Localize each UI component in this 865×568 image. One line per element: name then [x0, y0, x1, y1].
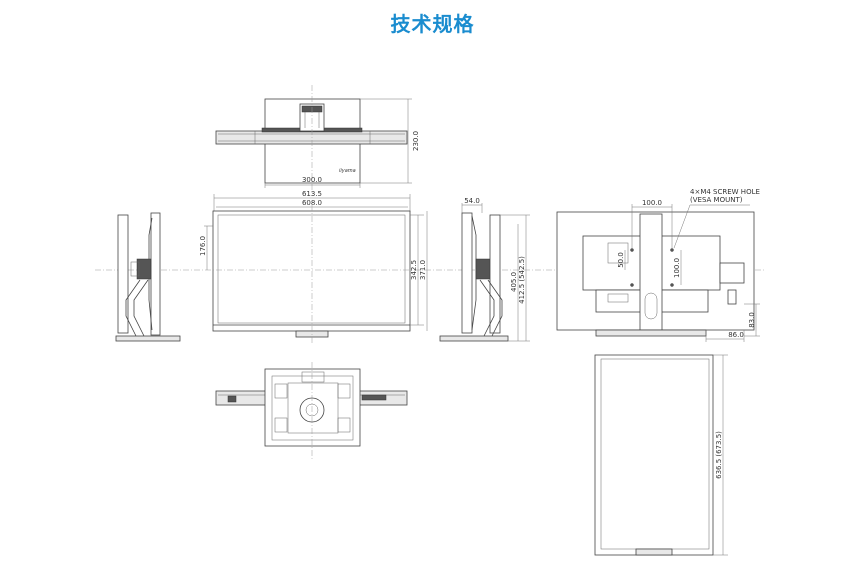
- rear-view-side-port: [719, 262, 745, 284]
- pivot-view-stand-base: [635, 548, 673, 556]
- screw-note-line1: 4×M4 SCREW HOLE: [690, 188, 760, 196]
- dim-offset-height: 176.0: [199, 236, 207, 256]
- dim-pivot-height: 636.5 (673.5): [715, 431, 723, 479]
- front-view: 613.5 608.0 176.0 342.5 371.0: [95, 190, 765, 345]
- dim-overall-width: 613.5: [302, 190, 322, 198]
- right-side-panel: [461, 212, 473, 334]
- left-side-view: [115, 212, 181, 342]
- dim-height-min: 405.0: [510, 272, 518, 292]
- top-view: iiyama 230.0 300.0: [215, 85, 420, 196]
- dim-screen-width: 608.0: [302, 199, 322, 207]
- dim-width-300: 300.0: [302, 176, 322, 184]
- page-title: 技术规格: [390, 12, 475, 36]
- dim-vesa-height: 100.0: [673, 258, 681, 278]
- bottom-view-base: [264, 368, 361, 447]
- dim-panel-height: 371.0: [419, 260, 427, 280]
- top-view-bezel: [215, 130, 408, 145]
- rear-view-stand-column: [639, 213, 663, 331]
- top-view-logo: iiyama: [339, 168, 356, 174]
- rear-view-stand-base: [595, 329, 707, 337]
- dim-screen-height: 342.5: [410, 260, 418, 280]
- dim-stand-offset: 86.0: [728, 331, 744, 339]
- dim-stand-height: 83.0: [748, 312, 756, 328]
- pivot-view: 636.5 (673.5): [594, 354, 728, 556]
- dim-depth-230: 230.0: [412, 131, 420, 151]
- screw-note-line2: (VESA MOUNT): [690, 196, 743, 204]
- right-side-stand-column: [489, 214, 501, 334]
- left-side-base: [115, 335, 181, 342]
- front-view-frame: [212, 210, 411, 332]
- dim-vesa-width: 100.0: [642, 199, 662, 207]
- front-view-screen: [217, 214, 406, 324]
- left-side-hinge: [136, 258, 152, 280]
- dim-vesa-half: 50.0: [617, 252, 625, 268]
- left-side-body: [150, 212, 161, 336]
- right-side-base: [439, 335, 509, 342]
- right-side-hinge: [475, 258, 491, 280]
- dim-height-range: 412.5 (542.5): [518, 256, 526, 304]
- dim-side-depth: 54.0: [464, 197, 480, 205]
- pivot-view-frame: [594, 354, 714, 556]
- rear-view-cable-hole: [644, 292, 658, 320]
- rear-view: 100.0 4×M4 SCREW HOLE (VESA MOUNT) 50.0 …: [556, 188, 760, 342]
- right-side-view: 54.0 405.0 412.5 (542.5): [439, 197, 530, 342]
- left-side-panel: [117, 214, 129, 334]
- bottom-view: [215, 362, 408, 460]
